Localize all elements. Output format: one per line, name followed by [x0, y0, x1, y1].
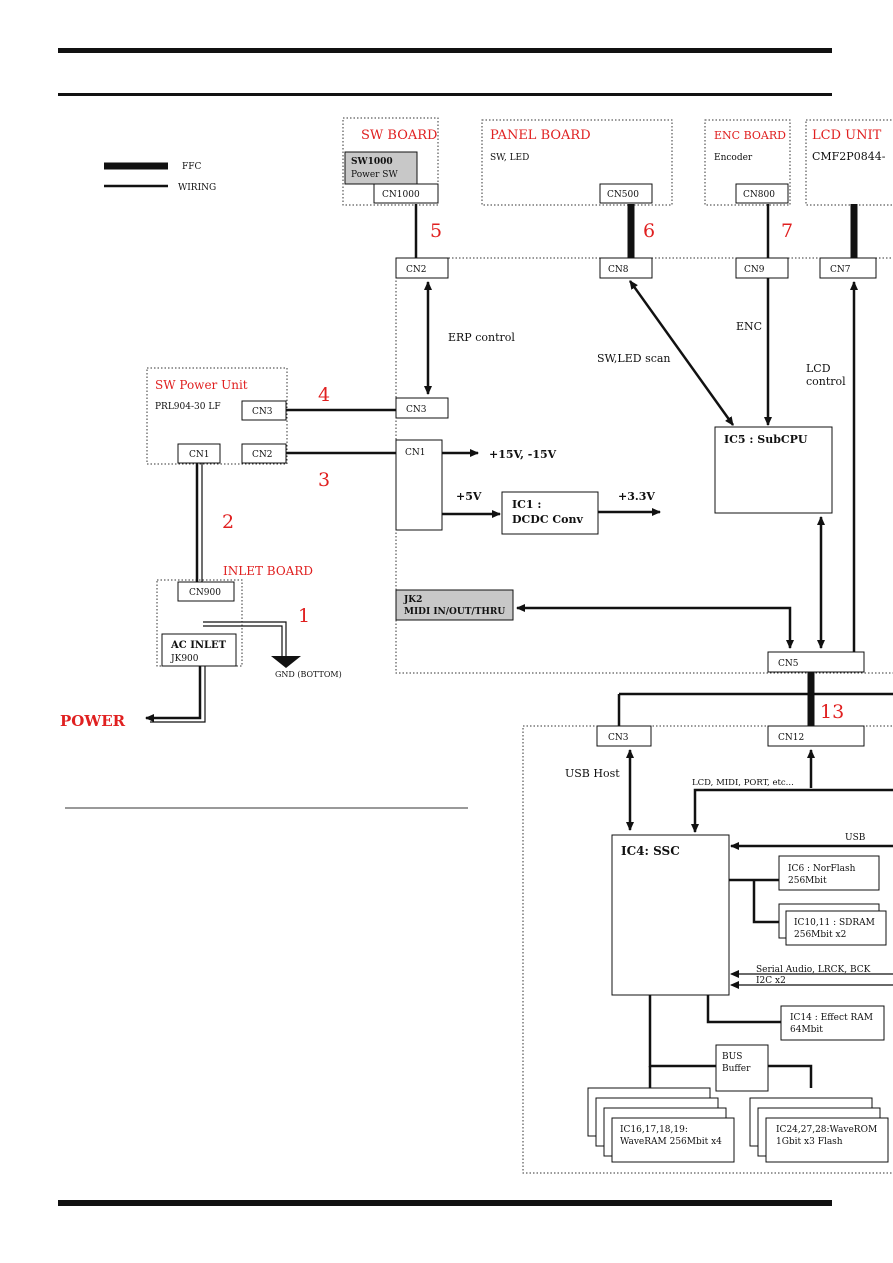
- enc-board: ENC BOARD Encoder CN800: [704, 119, 791, 206]
- lcd-control-label-2: control: [806, 375, 846, 388]
- svg-text:CN1: CN1: [189, 450, 210, 460]
- svg-text:INLET BOARD: INLET BOARD: [223, 564, 313, 578]
- svg-text:WaveRAM 256Mbit x4: WaveRAM 256Mbit x4: [620, 1137, 722, 1147]
- svg-text:IC24,27,28:WaveROM: IC24,27,28:WaveROM: [776, 1125, 877, 1135]
- svg-text:AC INLET: AC INLET: [170, 640, 227, 651]
- wire-number-1: 1: [298, 605, 310, 627]
- svg-text:CN1000: CN1000: [382, 190, 420, 200]
- svg-text:CN2: CN2: [406, 265, 427, 275]
- panel-board: PANEL BOARD SW, LED CN500: [481, 119, 673, 206]
- lcd-control-label-1: LCD: [806, 362, 831, 375]
- ground-icon: [271, 656, 301, 668]
- svg-text:Power SW: Power SW: [351, 170, 398, 180]
- svg-text:MIDI IN/OUT/THRU: MIDI IN/OUT/THRU: [404, 607, 505, 617]
- wire-number-5: 5: [430, 220, 442, 242]
- svg-text:Buffer: Buffer: [722, 1064, 751, 1074]
- svg-text:256Mbit: 256Mbit: [788, 876, 827, 886]
- usb-label: USB: [845, 833, 866, 843]
- ic6-norflash: [778, 855, 880, 891]
- v33-label: +3.3V: [618, 490, 655, 503]
- sw-power-unit: SW Power Unit PRL904-30 LF CN3 CN1 CN2: [146, 367, 288, 465]
- top-bar: [58, 48, 832, 53]
- v5-label: +5V: [456, 490, 482, 503]
- wire-number-4: 4: [318, 384, 330, 406]
- wire-number-7: 7: [781, 220, 793, 242]
- svg-text:CN8: CN8: [608, 265, 629, 275]
- enc-label: ENC: [736, 320, 762, 333]
- svg-text:BUS: BUS: [722, 1052, 742, 1062]
- svg-text:CN2: CN2: [252, 450, 273, 460]
- svg-text:CN800: CN800: [743, 190, 775, 200]
- bottom-bar: [58, 1200, 832, 1206]
- swled-label: SW,LED scan: [597, 352, 671, 365]
- svg-text:CN1: CN1: [405, 448, 426, 458]
- wire-number-3: 3: [318, 469, 330, 491]
- svg-text:IC4: SSC: IC4: SSC: [621, 844, 680, 858]
- ic16-waveram: [611, 1117, 735, 1163]
- sw-board: SW BOARD SW1000 Power SW CN1000: [342, 117, 439, 206]
- svg-text:CN12: CN12: [778, 733, 804, 743]
- header-rule: [58, 93, 832, 96]
- svg-text:PANEL BOARD: PANEL BOARD: [490, 128, 591, 143]
- svg-text:IC14 : Effect RAM: IC14 : Effect RAM: [790, 1013, 873, 1023]
- erp-label: ERP control: [448, 331, 515, 344]
- svg-text:CN7: CN7: [830, 265, 851, 275]
- ic14-effect-ram: [780, 1005, 885, 1041]
- svg-text:GND (BOTTOM): GND (BOTTOM): [275, 670, 342, 679]
- v15-label: +15V, -15V: [489, 448, 557, 461]
- ic24-waverom: [765, 1117, 889, 1163]
- wire-number-2: 2: [222, 511, 234, 533]
- digital-board: [522, 725, 893, 1174]
- power-label: POWER: [60, 712, 126, 730]
- svg-text:FFC: FFC: [182, 162, 201, 172]
- wire-number-13: 13: [820, 701, 844, 723]
- ic4-ssc: [611, 834, 730, 996]
- svg-text:IC6 : NorFlash: IC6 : NorFlash: [788, 864, 856, 874]
- svg-text:PRL904-30 LF: PRL904-30 LF: [155, 402, 221, 412]
- svg-text:CN3: CN3: [406, 405, 427, 415]
- ic5-subcpu: [714, 426, 833, 514]
- svg-text:CN3: CN3: [252, 407, 273, 417]
- svg-text:JK2: JK2: [403, 595, 422, 605]
- svg-text:JK900: JK900: [170, 654, 199, 664]
- svg-text:CN3: CN3: [608, 733, 629, 743]
- svg-text:SW, LED: SW, LED: [490, 153, 529, 163]
- ic10-sdram: [785, 910, 887, 946]
- serial-label: Serial Audio, LRCK, BCK: [756, 965, 871, 975]
- lcd-midi-label: LCD, MIDI, PORT, etc...: [692, 778, 794, 788]
- svg-text:LCD UNIT: LCD UNIT: [812, 128, 882, 143]
- svg-text:64Mbit: 64Mbit: [790, 1025, 823, 1035]
- svg-text:SW1000: SW1000: [351, 157, 393, 167]
- svg-text:IC1 :: IC1 :: [512, 498, 541, 511]
- svg-text:CN500: CN500: [607, 190, 639, 200]
- main-connectors: CN2 CN8 CN9 CN7 CN3 CN1 CN5: [395, 257, 877, 673]
- svg-text:WIRING: WIRING: [178, 183, 216, 193]
- svg-text:Encoder: Encoder: [714, 153, 753, 163]
- bus-buffer: [715, 1044, 769, 1092]
- digital-connectors: CN3 CN12: [596, 725, 865, 747]
- svg-text:IC10,11 : SDRAM: IC10,11 : SDRAM: [794, 918, 875, 928]
- svg-text:SW BOARD: SW BOARD: [361, 128, 437, 143]
- legend: FFC WIRING: [104, 162, 216, 193]
- svg-text:IC16,17,18,19:: IC16,17,18,19:: [620, 1125, 688, 1135]
- svg-text:CN9: CN9: [744, 265, 765, 275]
- svg-text:256Mbit x2: 256Mbit x2: [794, 930, 846, 940]
- wire-number-6: 6: [643, 220, 655, 242]
- i2c-label: I2C x2: [756, 976, 786, 986]
- svg-text:CMF2P0844-: CMF2P0844-: [812, 150, 886, 163]
- ic1-dcdc: [501, 491, 599, 535]
- svg-text:1Gbit x3 Flash: 1Gbit x3 Flash: [776, 1137, 843, 1147]
- usb-host-label: USB Host: [565, 767, 620, 780]
- svg-text:CN5: CN5: [778, 659, 799, 669]
- svg-text:SW Power Unit: SW Power Unit: [155, 378, 248, 392]
- svg-text:DCDC Conv: DCDC Conv: [512, 513, 584, 526]
- svg-text:ENC BOARD: ENC BOARD: [714, 129, 786, 142]
- jk2-midi: [395, 589, 514, 621]
- svg-text:CN900: CN900: [189, 588, 221, 598]
- svg-text:IC5 : SubCPU: IC5 : SubCPU: [724, 433, 808, 446]
- lcd-unit: LCD UNIT CMF2P0844-: [805, 119, 893, 206]
